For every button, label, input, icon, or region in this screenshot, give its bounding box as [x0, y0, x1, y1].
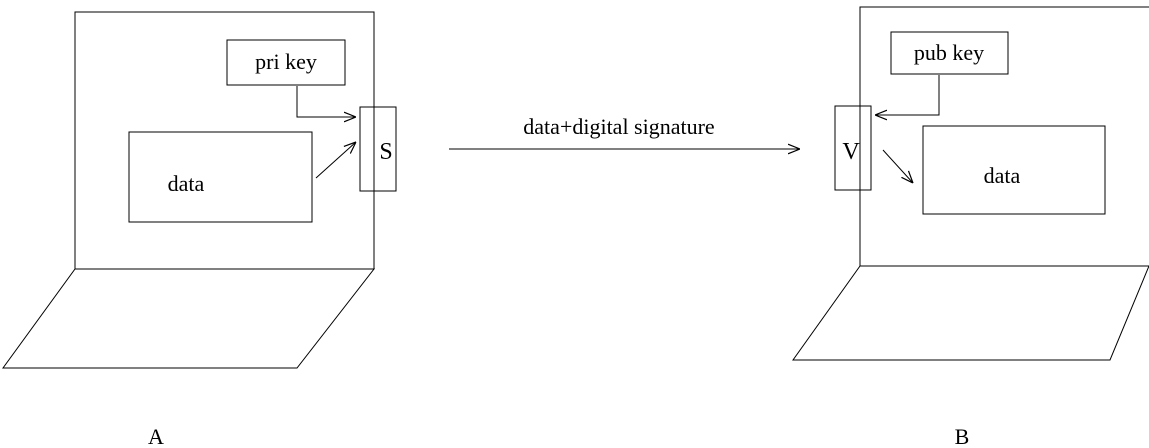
- sender-laptop-screen: [74, 11, 375, 270]
- sender-laptop: pri key data S A: [2, 11, 397, 448]
- transfer: data+digital signature: [449, 114, 800, 149]
- sender-laptop-keyboard: [2, 268, 376, 369]
- verify-to-data-arrow: [882, 149, 913, 183]
- sign-operation-box: [359, 106, 397, 192]
- public-key-to-verify-arrow: [875, 75, 940, 115]
- receiver-laptop-screen: [859, 6, 1149, 267]
- private-key-to-sign-arrow: [296, 86, 356, 117]
- receiver-data-box: [922, 125, 1106, 215]
- data-to-sign-arrow: [315, 142, 356, 179]
- receiver-label: B: [955, 424, 970, 448]
- receiver-laptop-keyboard: [792, 265, 1149, 361]
- verify-operation-label: V: [842, 139, 860, 165]
- receiver-data-label: data: [984, 163, 1021, 188]
- sender-data-label: data: [168, 171, 205, 196]
- sign-operation-label: S: [379, 139, 392, 165]
- sender-private-key-label: pri key: [255, 49, 317, 74]
- sender-data-box: [128, 131, 313, 223]
- receiver-public-key-label: pub key: [914, 40, 984, 65]
- sender-private-key-box: [226, 39, 346, 86]
- receiver-laptop: pub key data V B: [792, 6, 1149, 448]
- transfer-label: data+digital signature: [523, 114, 714, 139]
- receiver-public-key-box: [890, 31, 1009, 75]
- verify-operation-box: [834, 105, 872, 191]
- sender-label: A: [148, 424, 164, 448]
